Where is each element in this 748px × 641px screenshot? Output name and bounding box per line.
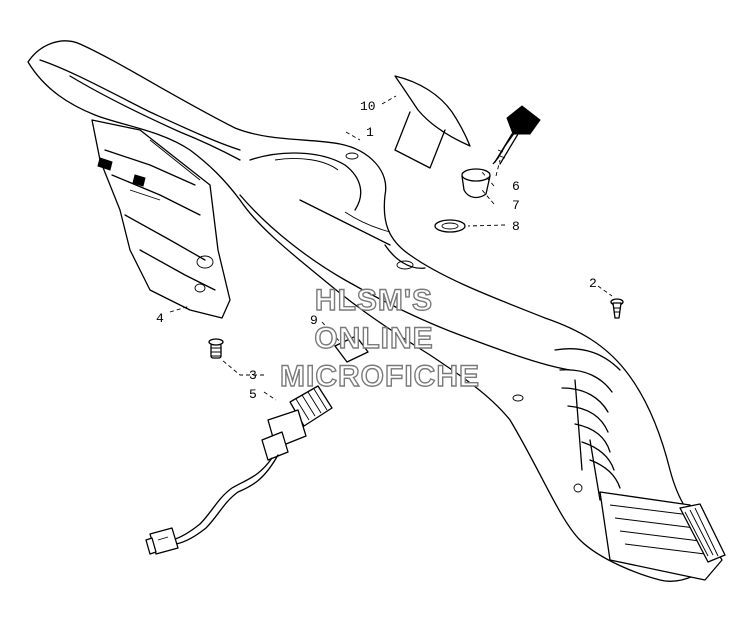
- decal-part-10: [394, 75, 471, 169]
- watermark: HLSM'S ONLINE MICROFICHE: [279, 283, 480, 393]
- washer-part-8: [434, 219, 466, 233]
- callout-2: 2: [589, 276, 597, 291]
- callout-9: 9: [310, 313, 318, 328]
- callout-labels: 10 1 2 3 5 4 6 7 8 9: [156, 99, 597, 402]
- handlebar-pod-part-1: [27, 40, 726, 582]
- ignition-bezel-part-7: [461, 168, 491, 199]
- callout-6: 6: [512, 179, 520, 194]
- left-bracket-part-4: [91, 119, 231, 319]
- callout-3: 3: [249, 368, 257, 383]
- callout-1: 1: [366, 125, 374, 140]
- pad-part-9: [334, 335, 369, 363]
- switch-harness-part-5: [145, 385, 333, 555]
- callout-4: 4: [156, 311, 164, 326]
- screw-part-3: [208, 338, 224, 359]
- watermark-line-3: MICROFICHE: [280, 360, 480, 393]
- callout-8: 8: [512, 219, 520, 234]
- callout-5: 5: [249, 387, 257, 402]
- watermark-line-2: ONLINE: [314, 322, 433, 355]
- callout-7: 7: [512, 198, 520, 213]
- watermark-line-1: HLSM'S: [315, 284, 433, 317]
- leader-lines: [169, 95, 613, 401]
- callout-10: 10: [360, 99, 376, 114]
- screw-part-2: [610, 298, 624, 319]
- ignition-key-part-6: [492, 105, 541, 165]
